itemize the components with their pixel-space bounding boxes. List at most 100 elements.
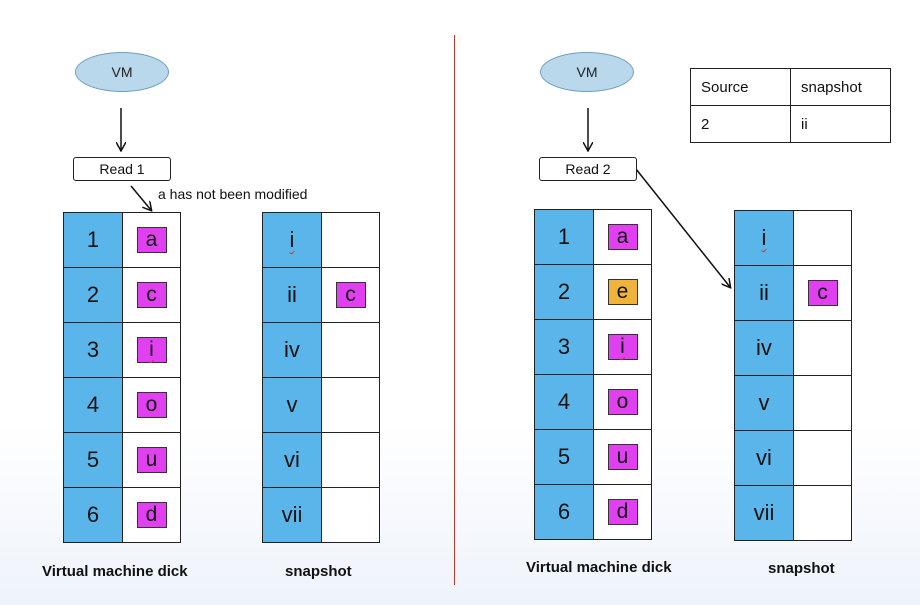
left-disk-index-cell: 3 <box>64 323 123 377</box>
left-disk-value-cell: i <box>123 323 180 377</box>
left-disk-index-label: 3 <box>86 337 100 362</box>
source-snapshot-table: Source snapshot 2 ii <box>690 68 891 143</box>
left-disk-value-block: a <box>136 227 167 253</box>
left-disk-index-label: 4 <box>86 392 100 417</box>
right-disk-value-cell: u <box>594 430 651 484</box>
right-read-box: Read 2 <box>539 157 637 181</box>
right-snapshot-index-cell: iv <box>735 321 794 375</box>
left-disk-value-label: a <box>145 228 158 251</box>
right-disk-value-cell: e <box>594 265 651 319</box>
left-snapshot-index-cell: ii <box>263 268 322 322</box>
left-snapshot-index-cell: i <box>263 213 322 267</box>
right-disk-value-label: d <box>616 500 629 523</box>
left-vm-label: VM <box>111 64 133 80</box>
left-snapshot-caption: snapshot <box>285 563 352 580</box>
right-snapshot-index-cell: i <box>735 211 794 265</box>
left-disk-value-block: c <box>136 282 167 308</box>
left-note: a has not been modified <box>158 186 308 202</box>
right-snapshot-value-cell <box>794 431 851 485</box>
left-snapshot-value-block: c <box>335 282 366 308</box>
right-read-label: Read 2 <box>565 161 611 177</box>
right-disk-value-block: o <box>607 389 638 415</box>
table-cell-snapshot: ii <box>790 105 891 143</box>
right-disk-value-cell: i <box>594 320 651 374</box>
right-snapshot-value-label: c <box>817 281 828 304</box>
right-snapshot-value-cell <box>794 211 851 265</box>
left-disk-value-block: i <box>136 337 167 363</box>
right-snapshot-index-cell: vi <box>735 431 794 485</box>
right-snapshot-index-label: iv <box>756 335 772 360</box>
right-disk-value-block: d <box>607 499 638 525</box>
right-snapshot-row: iv <box>735 321 851 376</box>
right-disk-value-label: a <box>616 225 629 248</box>
left-disk-value-label: o <box>145 393 158 416</box>
right-disk-value-label: o <box>616 390 629 413</box>
right-disk-value-block: a <box>607 224 638 250</box>
right-disk-value-cell: o <box>594 375 651 429</box>
right-disk-value-label: i <box>620 335 625 358</box>
table-row: 2 ii <box>690 105 891 143</box>
left-disk-caption: Virtual machine dick <box>42 563 188 580</box>
right-snapshot-index-label: v <box>758 390 770 415</box>
right-disk-index-cell: 5 <box>535 430 594 484</box>
right-snapshot-value-cell <box>794 486 851 540</box>
right-snapshot-caption: snapshot <box>768 560 835 577</box>
right-disk-index-label: 2 <box>557 279 571 304</box>
left-read-to-disk-arrow <box>130 185 151 210</box>
table-cell-source: 2 <box>690 105 791 143</box>
right-disk-index-cell: 1 <box>535 210 594 264</box>
left-snapshot-row: iv <box>263 323 379 378</box>
right-disk-index-cell: 2 <box>535 265 594 319</box>
left-snapshot-value-cell: c <box>322 268 379 322</box>
left-disk-value-label: i <box>149 338 154 361</box>
left-disk-index-cell: 1 <box>64 213 123 267</box>
left-disk-index-cell: 6 <box>64 488 123 542</box>
left-snapshot-index-cell: vi <box>263 433 322 487</box>
table-header-source: Source <box>690 68 791 106</box>
right-disk-caption: Virtual machine dick <box>526 559 672 576</box>
right-snapshot-index-cell: v <box>735 376 794 430</box>
left-read-label: Read 1 <box>99 161 145 177</box>
left-disk-value-cell: a <box>123 213 180 267</box>
right-snapshot-value-block: c <box>807 280 838 306</box>
right-read-to-snapshot-arrow <box>635 168 730 287</box>
right-snapshot-value-cell <box>794 321 851 375</box>
left-disk-value-cell: d <box>123 488 180 542</box>
left-disk-index-cell: 4 <box>64 378 123 432</box>
left-disk-index-label: 1 <box>86 227 100 252</box>
right-disk-index-label: 1 <box>557 224 571 249</box>
left-disk-value-label: u <box>145 448 158 471</box>
right-vm-label: VM <box>576 64 598 80</box>
left-snapshot-value-cell <box>322 433 379 487</box>
right-disk-value-cell: d <box>594 485 651 539</box>
left-snapshot-index-label: i <box>289 227 295 252</box>
left-snapshot-value-cell <box>322 378 379 432</box>
right-disk-index-label: 3 <box>557 334 571 359</box>
right-disk-index-cell: 3 <box>535 320 594 374</box>
right-disk-value-block: i <box>607 334 638 360</box>
right-disk-index-label: 5 <box>557 444 571 469</box>
left-disk-value-label: c <box>146 283 157 306</box>
right-snapshot-index-label: ii <box>759 280 769 305</box>
left-disk-index-label: 5 <box>86 447 100 472</box>
table-header-row: Source snapshot <box>690 68 891 106</box>
left-disk-index-cell: 2 <box>64 268 123 322</box>
left-vm-node: VM <box>75 52 169 92</box>
right-disk-index-label: 4 <box>557 389 571 414</box>
right-disk-value-label: e <box>616 280 629 303</box>
right-snapshot-index-label: vii <box>753 500 775 525</box>
left-disk-value-block: o <box>136 392 167 418</box>
right-snapshot-index-label: vi <box>756 445 772 470</box>
right-snapshot-index-label: i <box>761 225 767 250</box>
